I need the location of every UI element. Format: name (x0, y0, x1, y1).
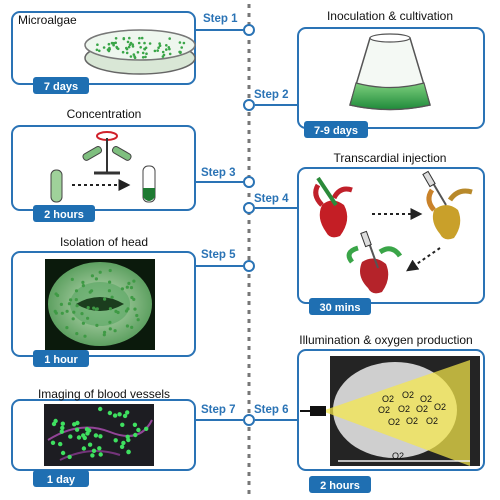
step-3-panel: Concentration 2 hours Step 3 (11, 107, 255, 222)
o2-label: O2 (378, 405, 390, 415)
illumination-image (300, 356, 480, 466)
step-1-duration: 7 days (44, 81, 78, 93)
injection-arrow-2 (406, 247, 441, 272)
step-3-duration-badge (33, 205, 95, 222)
o2-label: O2 (402, 390, 414, 400)
step-3-label: Step 3 (201, 167, 236, 179)
step-4-panel: Transcardial injection 30 mins (243, 151, 485, 315)
head-micrograph-image (45, 259, 155, 350)
o2-label: O2 (420, 394, 432, 404)
o2-label: O2 (426, 416, 438, 426)
heart-red-icon (313, 176, 353, 238)
step-4-node (243, 202, 255, 214)
flask-icon (349, 33, 431, 111)
o2-label: O2 (388, 417, 400, 427)
step-2-duration: 7-9 days (314, 125, 358, 137)
step-5-duration-badge (33, 350, 89, 367)
step-7-label: Step 7 (201, 404, 236, 416)
step-7-duration-badge (33, 470, 89, 487)
o2-label: O2 (382, 394, 394, 404)
step-5-title: Isolation of head (60, 235, 148, 249)
o2-label: O2 (406, 416, 418, 426)
step-2-panel: Inoculation & cultivation 7-9 days Step … (243, 9, 485, 138)
step-3-title: Concentration (67, 107, 142, 121)
step-5-label: Step 5 (201, 249, 236, 261)
step-3-node (243, 176, 255, 188)
step-1-node (243, 24, 255, 36)
step-7-panel: Imaging of blood vessels 1 day Step 7 (11, 387, 243, 487)
step-7-title: Imaging of blood vessels (38, 387, 170, 401)
step-3-frame (11, 125, 196, 211)
step-4-duration-badge (309, 298, 371, 315)
o2-label: O2 (416, 404, 428, 414)
step-1-label: Step 1 (203, 13, 238, 25)
step-6-title: Illumination & oxygen production (299, 333, 472, 347)
step-4-frame (297, 167, 485, 304)
blood-vessel-micrograph-image (44, 404, 154, 466)
step-5-panel: Isolation of head 1 hour Step 5 (11, 235, 255, 367)
step-2-node (243, 99, 255, 111)
tube-before-icon (50, 169, 63, 203)
centrifuge-icon (82, 131, 132, 175)
petri-dish-icon (84, 29, 196, 75)
step-1-duration-badge (33, 77, 89, 94)
step-6-duration: 2 hours (320, 480, 360, 492)
tube-after-icon (142, 165, 156, 203)
step-1-panel: Microalgae 7 days Step 1 (11, 11, 255, 94)
step-2-title: Inoculation & cultivation (327, 9, 453, 23)
o2-bottom-label: O2 (392, 451, 404, 461)
o2-label: O2 (398, 404, 410, 414)
step-5-duration: 1 hour (44, 354, 78, 366)
heart-green-icon (346, 230, 403, 294)
step-6-node (243, 414, 255, 426)
step-5-node (243, 260, 255, 272)
step-6-duration-badge (309, 476, 371, 493)
step-4-title: Transcardial injection (334, 151, 447, 165)
o2-label: O2 (434, 402, 446, 412)
step-1-title: Microalgae (18, 13, 77, 27)
step-7-duration: 1 day (47, 474, 76, 486)
step-4-label: Step 4 (254, 193, 289, 205)
step-6-label: Step 6 (254, 404, 289, 416)
step-2-duration-badge (304, 121, 368, 138)
step-4-duration: 30 mins (320, 302, 361, 314)
step-2-label: Step 2 (254, 89, 289, 101)
step-3-duration: 2 hours (44, 209, 84, 221)
heart-orange-icon (422, 170, 473, 240)
